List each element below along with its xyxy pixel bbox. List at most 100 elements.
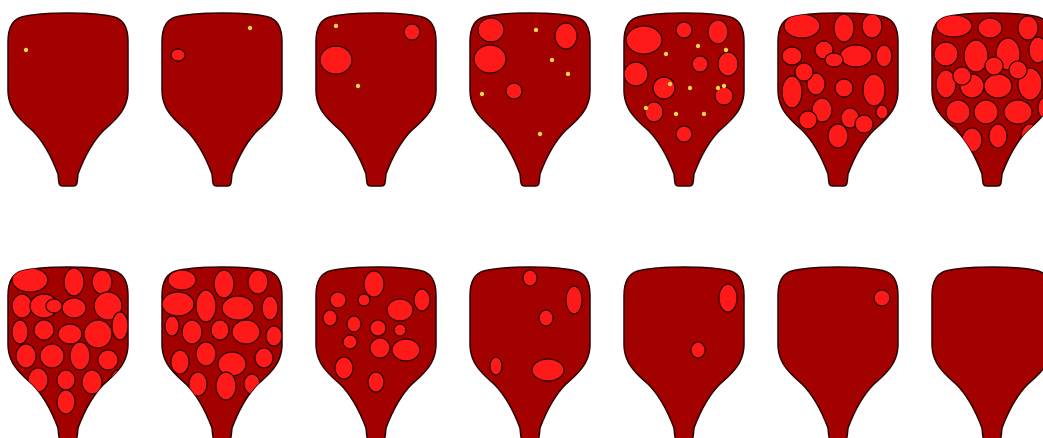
vesicle	[953, 67, 971, 85]
vesicle	[985, 57, 1003, 75]
vesicle	[387, 299, 413, 321]
vesicle	[624, 62, 648, 86]
vesicle	[414, 289, 430, 311]
vesicle	[189, 372, 207, 396]
vesicle	[539, 310, 553, 326]
vesicle-body-8	[8, 267, 128, 438]
granule-dot	[674, 112, 678, 116]
vesicle	[478, 18, 504, 42]
vesicle	[171, 49, 185, 61]
vesicle	[84, 320, 112, 348]
vesicle	[862, 14, 882, 38]
vesicle-body-3	[316, 13, 436, 186]
granule-dot	[688, 86, 692, 90]
vesicle	[523, 270, 537, 286]
vesicle	[182, 320, 202, 344]
granule-dot	[696, 44, 700, 48]
vesicle	[196, 290, 216, 322]
vesicle	[168, 270, 196, 290]
granule-dot	[538, 132, 542, 136]
vesicle	[692, 56, 708, 72]
vesicle	[945, 126, 959, 146]
vesicle	[46, 299, 62, 313]
vesicle	[12, 268, 48, 292]
granule-dot	[356, 84, 360, 88]
granule-dot	[702, 112, 706, 116]
vesicle	[248, 270, 268, 294]
vesicle	[266, 326, 282, 346]
body-contents	[24, 48, 28, 52]
vesicle	[876, 45, 892, 67]
vesicle-body-14	[932, 267, 1043, 438]
vesicle	[255, 348, 273, 368]
vesicle	[214, 270, 234, 298]
granule-dot	[644, 106, 648, 110]
vesicle	[343, 335, 357, 349]
vesicle-body-6	[778, 13, 898, 186]
vesicle	[171, 350, 189, 374]
vesicle	[566, 286, 582, 314]
vesicle	[825, 53, 843, 67]
vesicle	[392, 339, 420, 361]
vesicle	[40, 344, 64, 368]
vesicle	[165, 316, 179, 336]
vesicle	[112, 312, 128, 340]
vesicle	[57, 390, 75, 414]
granule-dot	[550, 58, 554, 62]
vesicle	[12, 320, 28, 344]
granule-dot	[24, 48, 28, 52]
vesicle	[964, 40, 988, 72]
granule-dot	[664, 52, 668, 56]
vesicle-body-2	[162, 13, 282, 186]
granule-dot	[334, 24, 338, 28]
vesicle	[828, 124, 848, 148]
vesicle	[834, 14, 854, 42]
vesicle	[370, 338, 390, 358]
vesicle	[676, 126, 692, 142]
vesicle	[555, 23, 577, 49]
body-outline	[162, 13, 282, 186]
vesicle	[962, 128, 982, 152]
granule-dot	[534, 28, 538, 32]
vesicle-body-5	[624, 13, 744, 186]
vesicle	[799, 111, 817, 129]
vesicle	[946, 100, 970, 124]
vesicle	[782, 76, 802, 108]
vesicle	[347, 316, 361, 332]
granule-dot	[722, 84, 726, 88]
vesicle	[64, 268, 84, 296]
vesicle	[974, 100, 998, 124]
vesicle-body-1	[8, 13, 128, 186]
vesicle	[358, 294, 370, 306]
vesicle	[676, 22, 692, 38]
vesicle	[62, 298, 86, 318]
row-bottom	[8, 267, 1043, 438]
vesicle	[70, 342, 90, 370]
vesicle	[28, 368, 48, 392]
vesicle	[840, 45, 872, 67]
vesicle	[111, 370, 125, 390]
granule-dot	[248, 26, 252, 30]
vesicle	[335, 357, 353, 379]
vesicle	[626, 26, 662, 54]
vesicle	[1021, 124, 1039, 148]
vesicle	[1029, 37, 1043, 63]
granule-dot	[716, 86, 720, 90]
vesicle	[978, 18, 1002, 38]
vesicle	[835, 79, 853, 97]
vesicle	[863, 74, 885, 106]
vesicle	[211, 320, 229, 340]
vesicle	[691, 342, 705, 358]
vesicle	[1004, 100, 1032, 124]
vesicle	[12, 294, 32, 318]
vesicle	[1018, 16, 1038, 40]
vesicle-body-13	[778, 267, 898, 438]
vesicle	[984, 74, 1012, 98]
vesicle	[196, 342, 216, 366]
vesicle	[34, 320, 54, 340]
vesicle-body-9	[162, 267, 282, 438]
vesicle	[708, 20, 728, 44]
vesicle	[645, 102, 663, 122]
vesicle	[16, 344, 36, 368]
